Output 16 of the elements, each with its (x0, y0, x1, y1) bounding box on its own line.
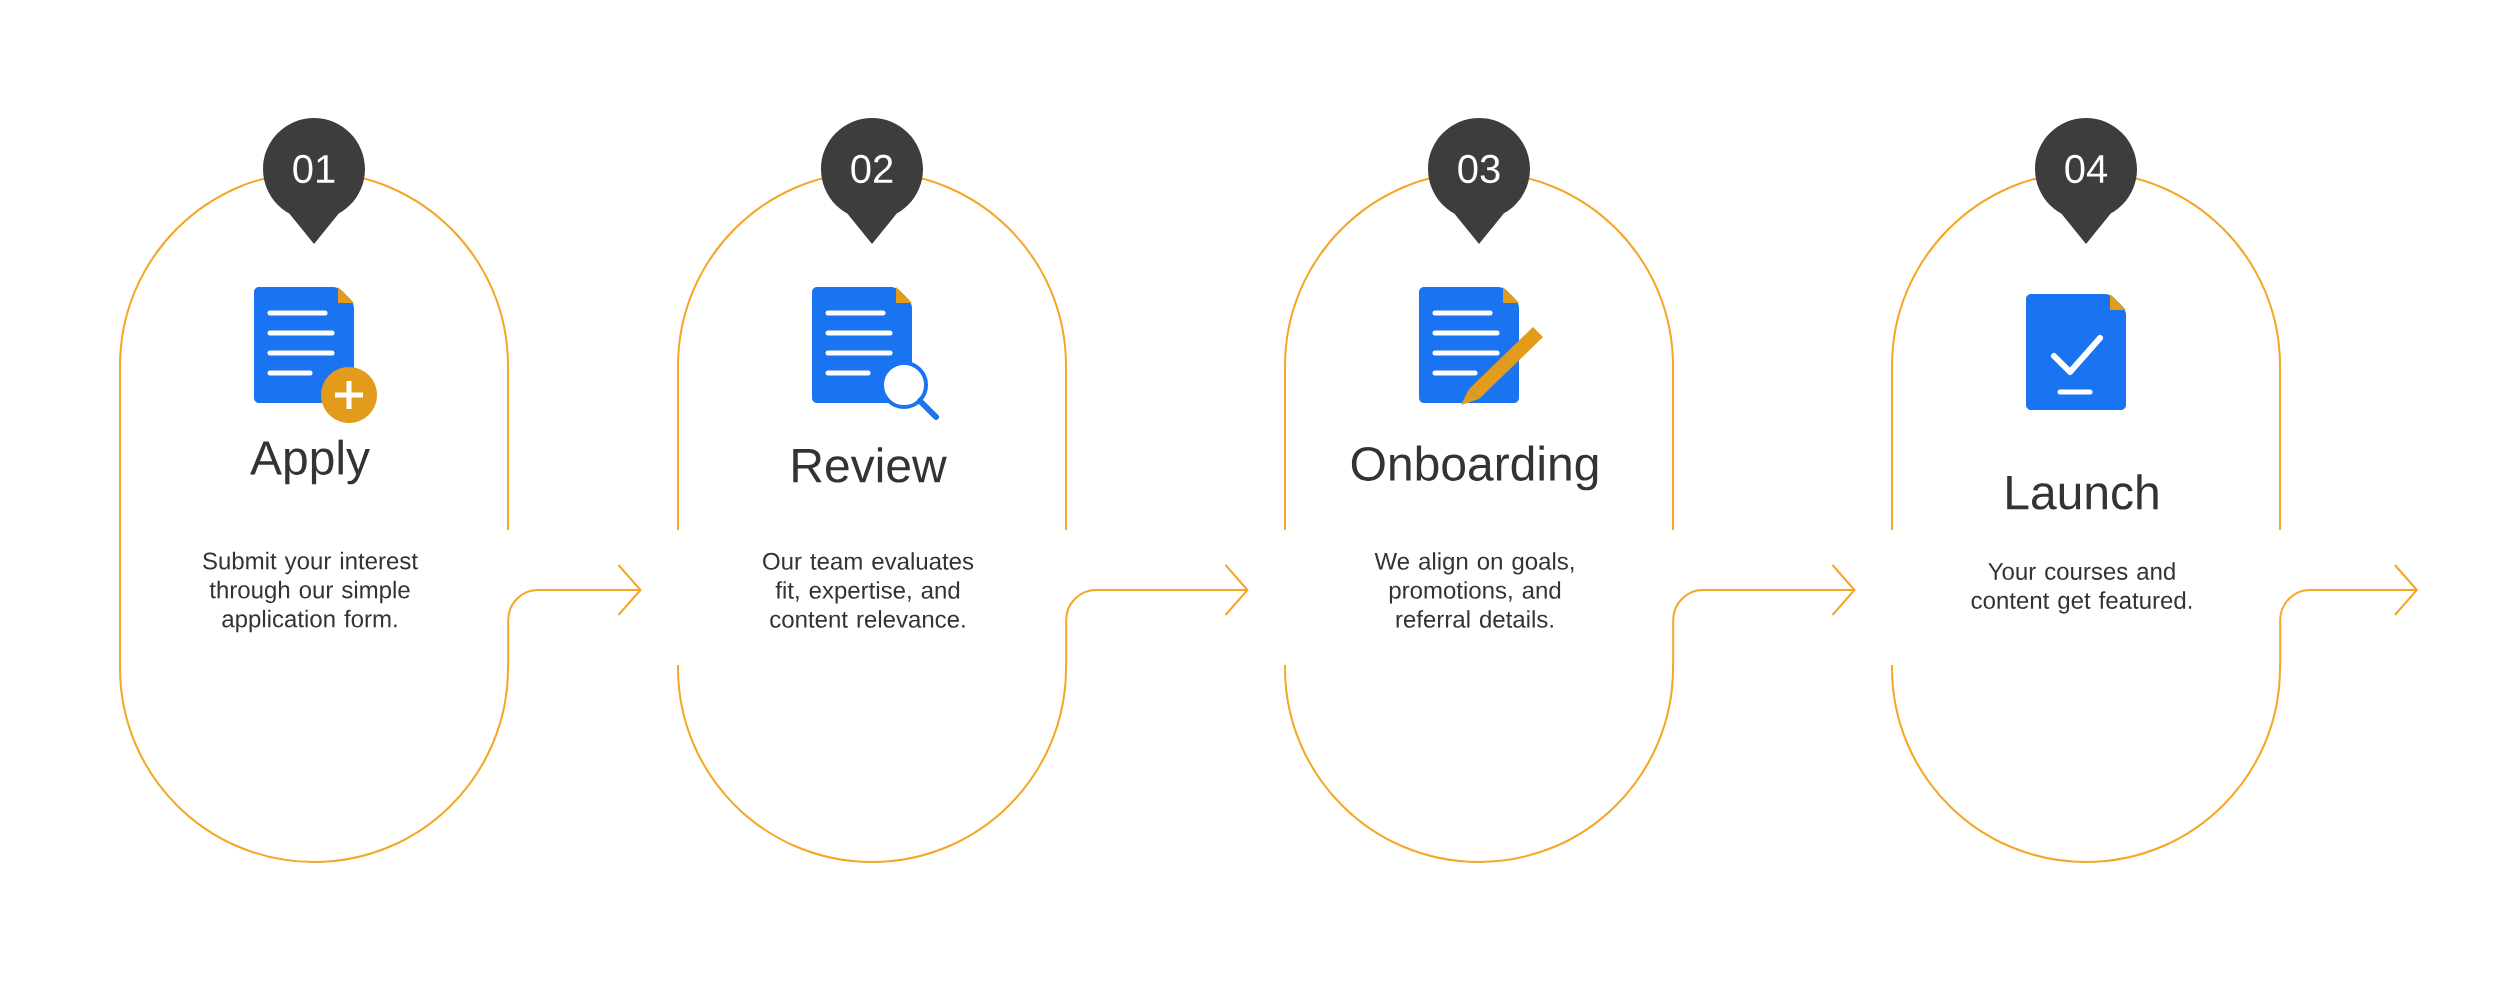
arrow (2279, 564, 2419, 667)
arrow (507, 564, 642, 667)
arrow (1672, 564, 1856, 667)
step-title: Onboarding (1351, 445, 1598, 491)
number-pin: 01 (263, 118, 365, 244)
step-description: We align on goals, promotions, and referral details. (1374, 552, 1574, 628)
step-description: Submit your interest through our simple application form. (203, 551, 418, 633)
step-title: Apply (250, 439, 370, 485)
number-pin: 03 (1428, 118, 1530, 244)
step-description: Your courses and content get featured. (1971, 562, 2192, 614)
number-pin: 02 (821, 118, 923, 244)
step-title: Launch (2007, 474, 2158, 510)
number-pin: 04 (2035, 118, 2137, 244)
arrow (1065, 564, 1249, 667)
step-title: Review (793, 447, 947, 483)
step-description: Our team evaluates fit, expertise, and content relevance. (763, 552, 974, 628)
